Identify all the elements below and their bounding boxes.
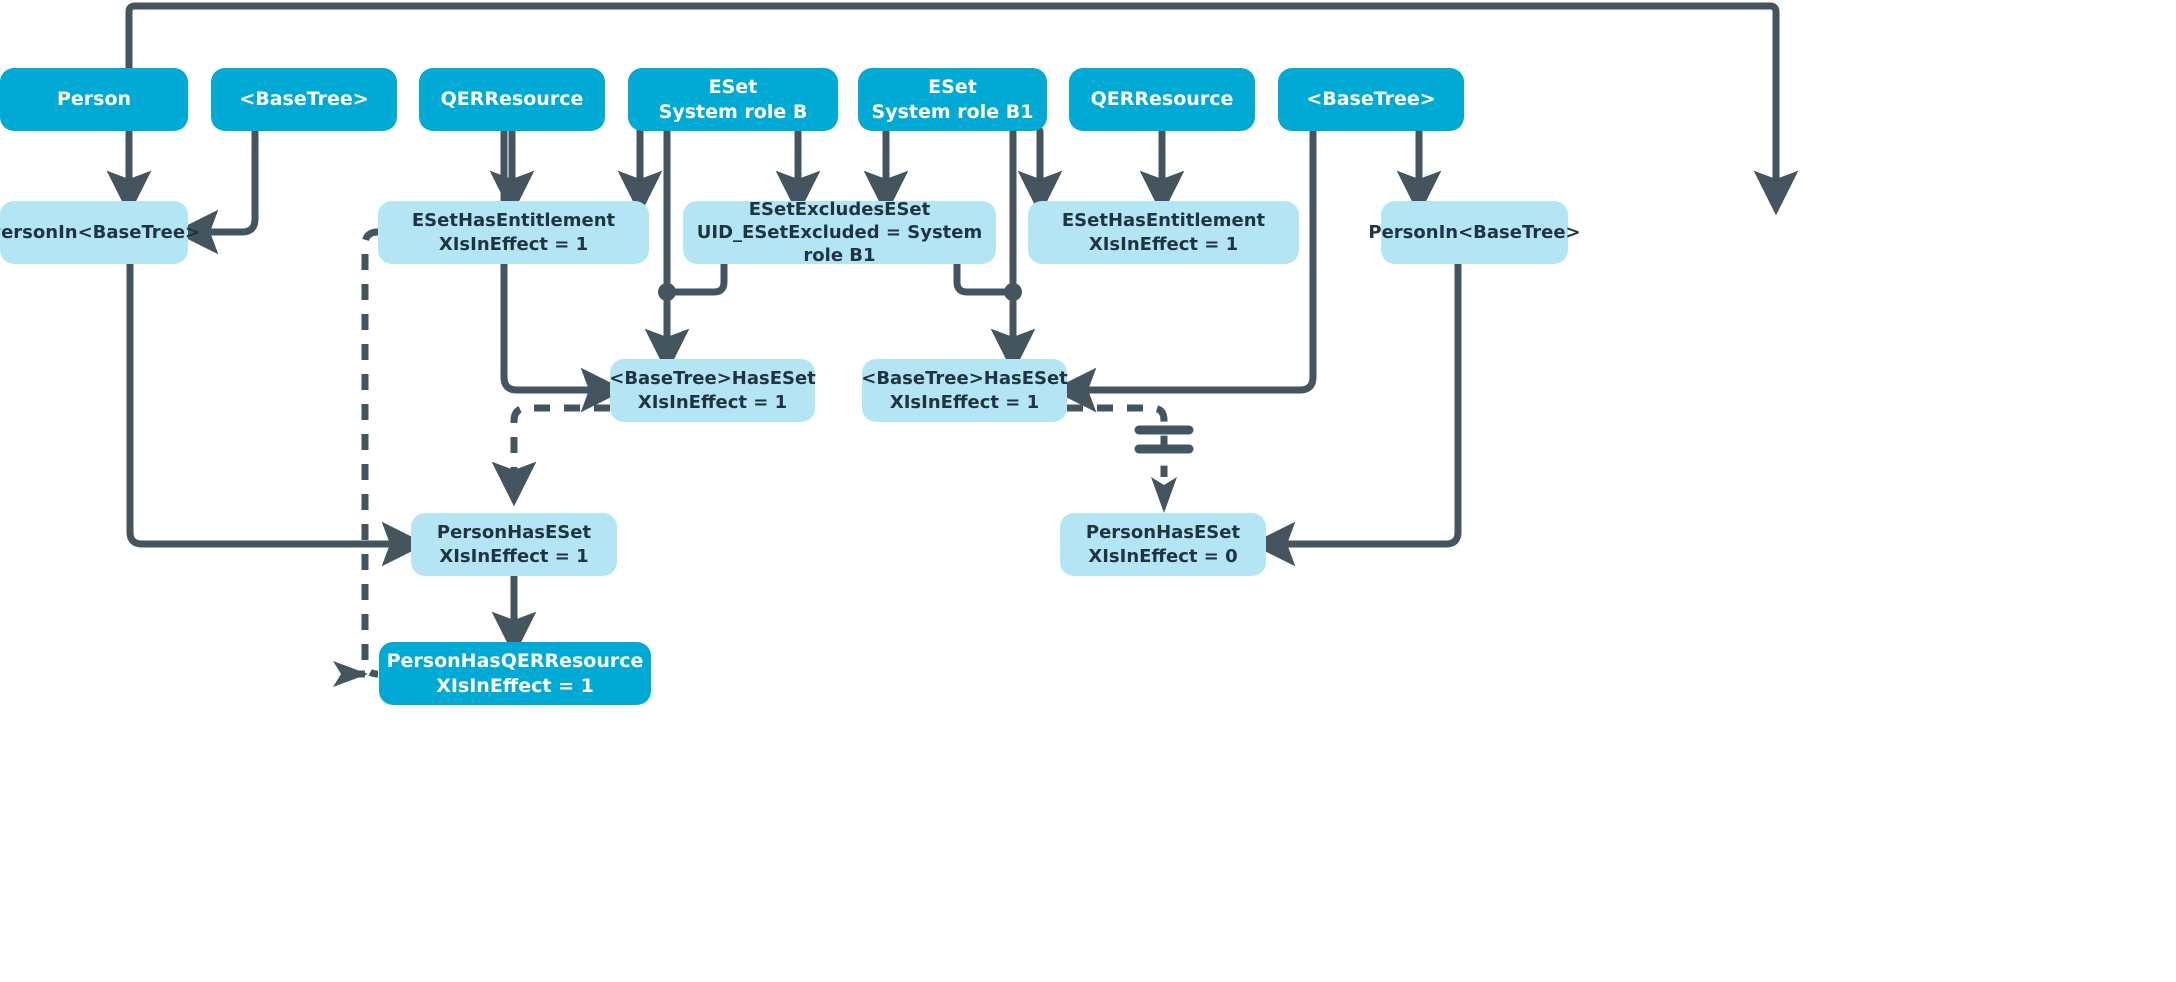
node-esethasentitlement-left[interactable]: ESetHasEntitlement XIsInEffect = 1 <box>378 201 649 264</box>
node-esethasentitlement-right[interactable]: ESetHasEntitlement XIsInEffect = 1 <box>1028 201 1299 264</box>
edge-basetree-right-to-basetreehas-right <box>1051 127 1317 413</box>
node-personin-basetree-left[interactable]: PersonIn<BaseTree> <box>0 201 200 264</box>
edge-esetexcludes-to-basetreehas-right <box>953 260 1017 296</box>
node-basetree-left[interactable]: <BaseTree> <box>211 68 397 131</box>
node-label: ESet System role B1 <box>871 76 1034 123</box>
node-label: Person <box>56 88 132 111</box>
edge-esethasent-left-to-personhasqer <box>361 228 485 678</box>
edge-personin-left-to-personhaseset-1 <box>126 260 427 567</box>
node-label: PersonHasESet XIsInEffect = 1 <box>436 522 592 567</box>
node-eset-system-role-b[interactable]: ESet System role B <box>628 68 838 131</box>
node-label: <BaseTree> <box>1306 88 1436 111</box>
node-personhasqerresource[interactable]: PersonHasQERResource XIsInEffect = 1 <box>379 642 651 705</box>
edge-esetexcludes-to-basetreehas-left <box>663 260 728 296</box>
node-label: QERResource <box>1090 88 1234 111</box>
node-label: ESetHasEntitlement XIsInEffect = 1 <box>411 210 616 255</box>
node-person[interactable]: Person <box>0 68 188 131</box>
node-label: PersonIn<BaseTree> <box>0 221 201 243</box>
arrowhead-basetreehas-right-to-personhaseset-0 <box>1151 477 1177 513</box>
edge-personin-right-to-personhaseset-0 <box>1250 260 1462 567</box>
node-esetexcludeseset[interactable]: ESetExcludesESet UID_ESetExcluded = Syst… <box>683 198 996 267</box>
node-qerresource-left[interactable]: QERResource <box>419 68 605 131</box>
edge-person-loop-to-personin-right <box>125 2 1799 216</box>
node-qerresource-right[interactable]: QERResource <box>1069 68 1255 131</box>
edge-basetree-left-to-personin-left <box>173 127 259 255</box>
node-basetreehaseset-right[interactable]: <BaseTree>HasESet XIsInEffect = 1 <box>861 359 1068 422</box>
node-basetree-right[interactable]: <BaseTree> <box>1278 68 1464 131</box>
junction-dot-icon <box>1004 283 1022 301</box>
node-personin-basetree-right[interactable]: PersonIn<BaseTree> <box>1368 201 1581 264</box>
node-label: ESetHasEntitlement XIsInEffect = 1 <box>1061 210 1266 255</box>
node-eset-system-role-b1[interactable]: ESet System role B1 <box>858 68 1047 131</box>
node-personhaseset-in-effect-1[interactable]: PersonHasESet XIsInEffect = 1 <box>411 513 617 576</box>
node-label: PersonHasQERResource XIsInEffect = 1 <box>386 650 644 697</box>
node-label: ESetExcludesESet UID_ESetExcluded = Syst… <box>696 198 983 267</box>
double-bar-block-icon <box>1134 425 1194 454</box>
node-label: PersonHasESet XIsInEffect = 0 <box>1085 522 1241 567</box>
arrowhead-esethasent-left-to-personhasqer <box>333 661 368 687</box>
node-label: PersonIn<BaseTree> <box>1368 221 1581 243</box>
edge-basetree-left-to-basetreehas-left <box>500 127 626 413</box>
edge-basetreehas-left-to-personhaseset-1 <box>491 404 610 507</box>
junction-dot-icon <box>658 283 676 301</box>
node-label: <BaseTree>HasESet XIsInEffect = 1 <box>609 368 816 413</box>
node-basetreehaseset-left[interactable]: <BaseTree>HasESet XIsInEffect = 1 <box>609 359 816 422</box>
node-label: <BaseTree>HasESet XIsInEffect = 1 <box>861 368 1068 413</box>
edge-basetreehas-right-to-personhaseset-0 <box>1067 404 1168 477</box>
node-personhaseset-in-effect-0[interactable]: PersonHasESet XIsInEffect = 0 <box>1060 513 1266 576</box>
node-label: <BaseTree> <box>239 88 369 111</box>
node-label: QERResource <box>440 88 584 111</box>
node-label: ESet System role B <box>658 76 808 123</box>
